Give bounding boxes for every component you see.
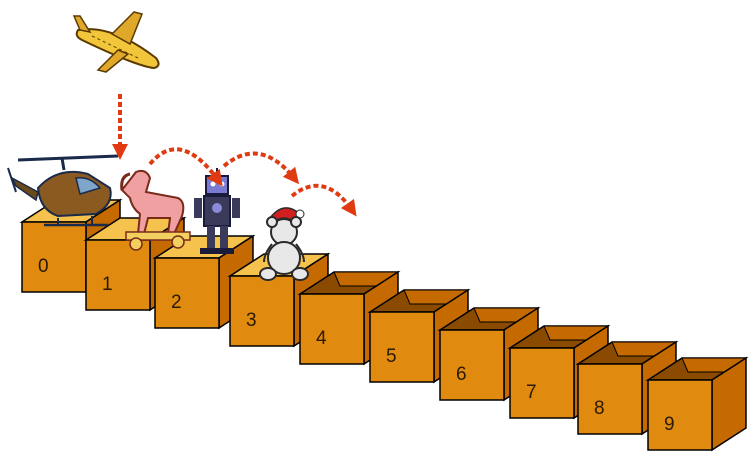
box-index-label: 8 — [594, 398, 605, 419]
box-front — [509, 347, 575, 419]
box-front — [229, 275, 295, 347]
box-index-label: 2 — [171, 292, 182, 313]
box-index-label: 5 — [386, 346, 397, 367]
arrows — [112, 94, 357, 217]
boxes: 0 1 2 3 4 5 6 7 8 9 — [19, 198, 749, 452]
teddy-bear-icon — [259, 207, 309, 281]
box-index-label: 3 — [246, 310, 257, 331]
box-9: 9 — [645, 356, 749, 452]
airplane-icon — [72, 11, 160, 73]
box-4: 4 — [297, 270, 401, 366]
box-front — [577, 363, 643, 435]
rocking-horse-icon — [120, 169, 191, 251]
shift-arrow-2-to-3 — [222, 151, 300, 185]
box-front — [299, 293, 365, 365]
box-index-label: 0 — [38, 256, 49, 277]
robot-icon — [194, 168, 240, 254]
helicopter-icon — [7, 154, 119, 227]
box-index-label: 1 — [102, 274, 113, 295]
box-front — [369, 311, 435, 383]
box-index-label: 6 — [456, 364, 467, 385]
shift-arrow-3-to-4 — [290, 183, 357, 217]
box-front — [647, 379, 713, 451]
box-index-label: 4 — [316, 328, 327, 349]
shift-arrow-1-to-2 — [148, 147, 223, 187]
box-index-label: 7 — [526, 382, 537, 403]
box-front — [21, 221, 87, 293]
box-front — [439, 329, 505, 401]
box-front — [85, 239, 151, 311]
box-front — [154, 257, 220, 329]
box-index-label: 9 — [664, 414, 675, 435]
box-8: 8 — [575, 340, 679, 436]
